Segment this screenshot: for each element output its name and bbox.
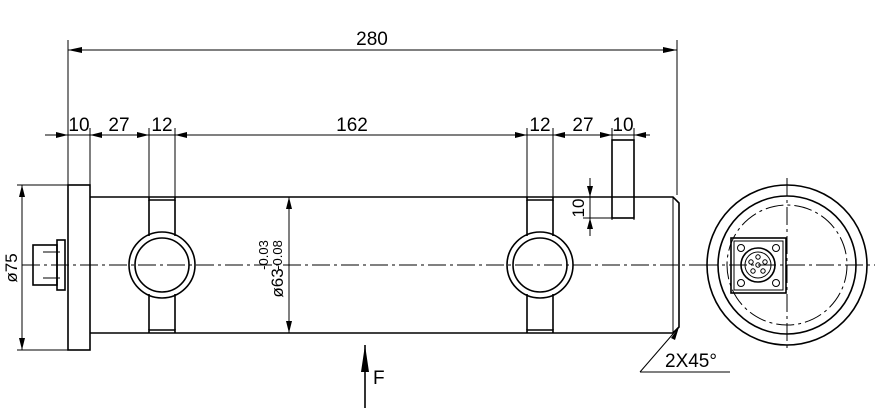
dim-27-right-label: 27 bbox=[572, 115, 593, 136]
screw-icon bbox=[772, 279, 780, 287]
dim-10-left-label: 10 bbox=[68, 115, 89, 136]
dimension-tab-height: 10 bbox=[569, 178, 612, 236]
dim-162-label: 162 bbox=[336, 115, 368, 136]
dim-phi63-label: ø63 bbox=[268, 268, 287, 297]
dimension-body-diameter: ø63 -0.03 -0.08 bbox=[256, 197, 292, 333]
screw-icon bbox=[737, 279, 745, 287]
pin-icon bbox=[760, 268, 766, 274]
pin-icon bbox=[755, 254, 761, 260]
dim-12-left-label: 12 bbox=[151, 115, 172, 136]
chamfer-callout: 2X45° bbox=[639, 326, 730, 373]
dim-10-right-label: 10 bbox=[612, 115, 633, 136]
dim-280-label: 280 bbox=[356, 29, 388, 50]
pin-icon bbox=[750, 268, 756, 274]
left-pin-hole bbox=[128, 231, 196, 299]
dimension-flange-diameter: ø75 bbox=[2, 184, 68, 351]
dim-27-left-label: 27 bbox=[108, 115, 129, 136]
dim-phi75-label: ø75 bbox=[2, 253, 21, 282]
top-tab bbox=[611, 139, 635, 219]
dim-10-vertical-label: 10 bbox=[569, 199, 588, 218]
sensor-body-side-view bbox=[32, 139, 680, 351]
dim-12-right-label: 12 bbox=[529, 115, 550, 136]
tolerance-upper-label: -0.03 bbox=[256, 240, 271, 270]
screw-icon bbox=[772, 244, 780, 252]
chamfer-label: 2X45° bbox=[665, 351, 717, 372]
dimension-overall-length: 280 bbox=[67, 29, 678, 195]
dimension-segments: 10 27 12 162 12 27 10 bbox=[45, 115, 650, 220]
sensor-end-view bbox=[700, 178, 875, 352]
screw-icon bbox=[737, 244, 745, 252]
tolerance-lower-label: -0.08 bbox=[270, 240, 285, 270]
pin-icon bbox=[748, 259, 754, 265]
pin-icon bbox=[762, 259, 768, 265]
force-arrow: F bbox=[361, 345, 385, 408]
force-label: F bbox=[373, 368, 385, 389]
